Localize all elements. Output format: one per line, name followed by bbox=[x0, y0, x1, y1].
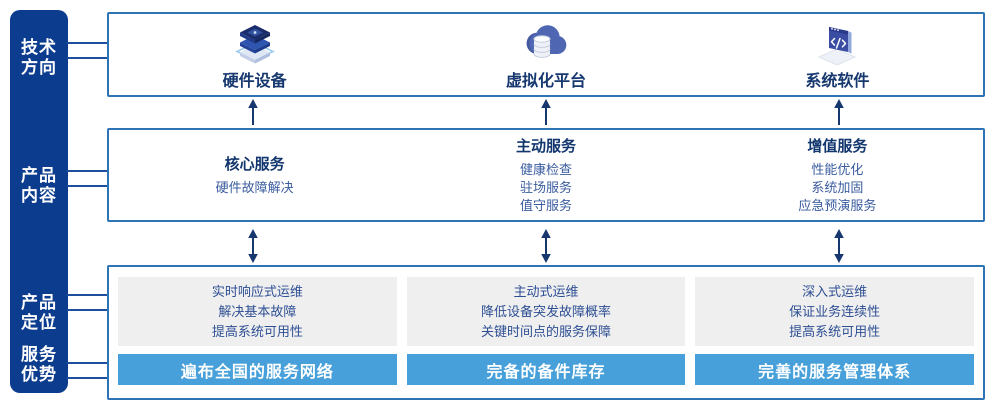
advantage-bar-service-network: 遍布全国的服务网络 bbox=[118, 354, 397, 385]
connector-line bbox=[67, 170, 109, 172]
tech-label-virtualization: 虚拟化平台 bbox=[505, 72, 586, 90]
tech-direction-panel: 硬件设备 虚拟化平台 bbox=[107, 12, 985, 97]
rail-label-line: 服务 bbox=[21, 345, 57, 364]
rail-label-service-advantage: 服务 优势 bbox=[10, 345, 68, 385]
connector-line bbox=[67, 185, 109, 187]
positioning-column-proactive: 主动式运维 降低设备突发故障概率 关键时间点的服务保障 完备的备件库存 bbox=[406, 277, 686, 385]
rail-label-product-positioning: 产品 定位 bbox=[10, 293, 68, 333]
content-title-proactive: 主动服务 bbox=[515, 138, 576, 155]
connector-line bbox=[67, 377, 109, 379]
tech-label-hardware: 硬件设备 bbox=[222, 72, 287, 90]
content-column-core: 核心服务 硬件故障解决 bbox=[109, 130, 400, 220]
positioning-card: 实时响应式运维 解决基本故障 提高系统可用性 bbox=[118, 277, 397, 346]
positioning-line: 实时响应式运维 bbox=[211, 283, 303, 299]
connector-line bbox=[67, 294, 109, 296]
double-arrow bbox=[834, 229, 844, 263]
rail-label-line: 内容 bbox=[21, 186, 57, 205]
connector-line bbox=[67, 309, 109, 311]
positioning-column-realtime: 实时响应式运维 解决基本故障 提高系统可用性 遍布全国的服务网络 bbox=[118, 277, 397, 385]
positioning-panel: 实时响应式运维 解决基本故障 提高系统可用性 遍布全国的服务网络 主动式运维 降… bbox=[107, 265, 985, 400]
up-arrow bbox=[248, 99, 258, 125]
cloud-database-icon bbox=[526, 24, 567, 58]
positioning-card: 主动式运维 降低设备突发故障概率 关键时间点的服务保障 bbox=[406, 277, 686, 346]
content-item: 驻场服务 bbox=[519, 180, 572, 195]
positioning-line: 深入式运维 bbox=[802, 283, 868, 299]
rail-label-line: 定位 bbox=[21, 313, 57, 332]
up-arrow bbox=[834, 99, 844, 125]
positioning-line: 提高系统可用性 bbox=[789, 323, 881, 339]
rail-label-line: 优势 bbox=[21, 365, 57, 384]
rail-label-line: 产品 bbox=[21, 293, 57, 312]
category-rail: 技术 方向 产品 内容 产品 定位 服务 优势 bbox=[10, 10, 68, 393]
content-column-value-added: 增值服务 性能优化 系统加固 应急预演服务 bbox=[692, 130, 983, 220]
rail-label-line: 技术 bbox=[21, 38, 57, 57]
up-arrow bbox=[541, 99, 551, 125]
rail-label-product-content: 产品 内容 bbox=[10, 166, 68, 206]
tech-column-hardware: 硬件设备 bbox=[109, 14, 400, 95]
rail-label-tech-direction: 技术 方向 bbox=[10, 38, 68, 78]
tech-column-virtualization: 虚拟化平台 bbox=[400, 14, 691, 95]
positioning-line: 保证业务连续性 bbox=[789, 303, 881, 319]
positioning-line: 主动式运维 bbox=[513, 283, 579, 299]
code-window-icon bbox=[818, 26, 857, 65]
connector-line bbox=[67, 362, 109, 364]
content-item: 系统加固 bbox=[811, 180, 864, 195]
content-item: 性能优化 bbox=[811, 162, 864, 177]
content-item: 应急预演服务 bbox=[798, 198, 877, 213]
positioning-line: 解决基本故障 bbox=[218, 303, 297, 319]
content-item: 硬件故障解决 bbox=[215, 180, 294, 195]
rail-label-line: 方向 bbox=[21, 58, 57, 77]
positioning-line: 降低设备突发故障概率 bbox=[481, 303, 612, 319]
positioning-line: 关键时间点的服务保障 bbox=[481, 323, 612, 339]
tech-column-software: 系统软件 bbox=[692, 14, 983, 95]
content-item: 值守服务 bbox=[519, 198, 572, 213]
content-title-value-added: 增值服务 bbox=[807, 138, 868, 155]
positioning-column-deep: 深入式运维 保证业务连续性 提高系统可用性 完善的服务管理体系 bbox=[695, 277, 975, 385]
content-title-core: 核心服务 bbox=[224, 156, 285, 173]
double-arrow bbox=[541, 229, 551, 263]
rail-label-line: 产品 bbox=[21, 166, 57, 185]
server-stack-icon bbox=[234, 24, 275, 63]
positioning-card: 深入式运维 保证业务连续性 提高系统可用性 bbox=[695, 277, 975, 346]
connector-line bbox=[67, 57, 109, 59]
product-content-panel: 核心服务 硬件故障解决 主动服务 健康检查 驻场服务 值守服务 增值服务 性能优… bbox=[107, 128, 985, 222]
positioning-line: 提高系统可用性 bbox=[211, 323, 303, 339]
content-column-proactive: 主动服务 健康检查 驻场服务 值守服务 bbox=[400, 130, 691, 220]
double-arrow bbox=[248, 229, 258, 263]
tech-label-software: 系统软件 bbox=[805, 72, 870, 90]
advantage-bar-service-management: 完善的服务管理体系 bbox=[695, 354, 975, 385]
content-item: 健康检查 bbox=[519, 162, 572, 177]
advantage-bar-spare-parts: 完备的备件库存 bbox=[406, 354, 686, 385]
connector-line bbox=[67, 42, 109, 44]
